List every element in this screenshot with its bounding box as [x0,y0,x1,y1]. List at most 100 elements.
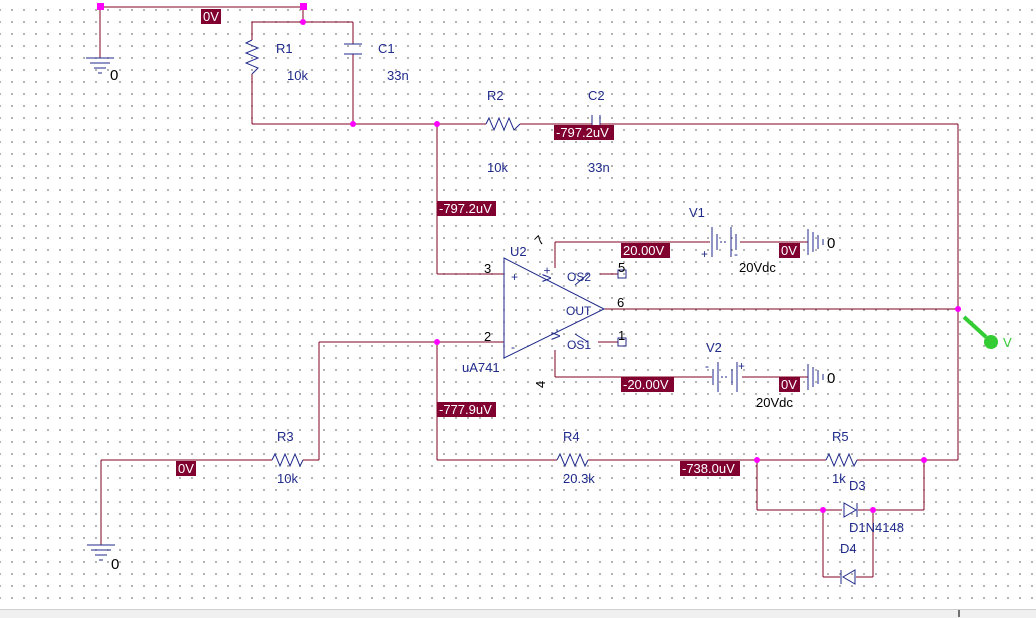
u2-out: OUT [566,304,592,318]
ground-v1-label: 0 [827,235,835,252]
junction-top-left[interactable] [97,3,104,10]
resistor-r2[interactable]: R2 10k [485,88,521,175]
vtag-minus-input[interactable]: -777.9uV [437,402,496,417]
vtag-r3-node[interactable]: 0V [176,461,196,476]
v2-minus-sign: - [705,359,709,373]
svg-text:-738.0uV: -738.0uV [682,461,735,476]
source-v1[interactable]: + - V1 20Vdc [689,205,776,275]
svg-text:0V: 0V [781,377,797,392]
opamp-u2[interactable]: + - OS2 OS1 OUT V+ V- U2 uA741 [462,244,627,375]
junctions [97,3,961,513]
c1-value: 33n [387,68,409,83]
pin-6: 6 [617,295,624,310]
u2-os1-pin-box[interactable] [617,337,627,347]
resistor-r1[interactable]: R1 10k [244,39,308,83]
horizontal-scrollbar[interactable] [0,609,1036,618]
v1-ref: V1 [689,205,705,220]
source-v2[interactable]: - + V2 20Vdc [705,340,793,410]
pin-4: 4 [533,381,548,388]
r5-value: 1k [832,471,846,486]
junction-r1c1-top[interactable] [300,19,306,25]
c1-ref: C1 [378,41,395,56]
junction-plus-node[interactable] [434,121,440,127]
svg-text:0V: 0V [178,461,194,476]
d4-ref: D4 [840,541,857,556]
junction-r5-right[interactable] [921,457,927,463]
vtag-r4-r5-node[interactable]: -738.0uV [680,461,740,476]
svg-text:-797.2uV: -797.2uV [439,201,492,216]
r4-value: 20.3k [563,471,595,486]
v2-ref: V2 [706,340,722,355]
r1-value: 10k [287,68,308,83]
u2-vplus: V+ [540,267,554,282]
ground-top-label: 0 [110,67,118,84]
u2-value: uA741 [462,360,500,375]
r2-value: 10k [487,160,508,175]
r4-ref: R4 [563,429,580,444]
probe-stem [962,315,988,339]
d3-value: D1N4148 [849,520,904,535]
v1-minus-sign: - [734,247,738,261]
v2-plus-sign: + [738,359,745,373]
u2-vminus: V- [549,329,563,340]
junction-d3-left[interactable] [820,507,826,513]
probe-label: V [1003,335,1012,350]
svg-text:20.00V: 20.00V [623,243,665,258]
pin-5: 5 [618,260,625,275]
junction-minus-node[interactable] [434,339,440,345]
resistor-r4[interactable]: R4 20.3k [556,429,595,486]
ground-top[interactable]: 0 [86,57,118,84]
svg-text:-20.00V: -20.00V [623,377,669,392]
ground-bottom-label: 0 [111,556,119,573]
u2-plus-sign: + [511,270,518,284]
ground-bottom[interactable]: 0 [87,544,119,573]
vtag-top-wire[interactable]: 0V [201,9,221,24]
v1-value: 20Vdc [739,260,776,275]
ground-v2[interactable]: 0 [807,364,835,390]
vtag-c2-node[interactable]: -797.2uV [554,125,614,140]
resistor-r3[interactable]: R3 10k [271,429,304,486]
r3-ref: R3 [277,429,294,444]
r3-value: 10k [277,471,298,486]
pin-3: 3 [484,261,491,276]
vtag-v1-plus[interactable]: 20.00V [621,243,670,258]
ground-v1[interactable]: 0 [807,229,835,255]
r5-ref: R5 [832,429,849,444]
vtag-plus-input[interactable]: -797.2uV [437,201,496,216]
resistor-r5[interactable]: R5 1k [825,429,858,486]
c2-ref: C2 [588,88,605,103]
capacitor-c2[interactable]: C2 33n [588,88,610,175]
scrollbar-marker [958,610,960,617]
diode-d3[interactable]: D3 D1N4148 [843,478,904,535]
wires [99,6,959,578]
pin-1: 1 [618,328,625,343]
u2-os2-pin-box[interactable] [617,269,627,279]
svg-text:0V: 0V [203,9,219,24]
u2-os1-lead [574,333,589,343]
svg-text:0V: 0V [781,243,797,258]
vtag-v2-gnd[interactable]: 0V [779,377,800,392]
junction-c1-bot[interactable] [350,121,356,127]
ground-v2-label: 0 [827,370,835,387]
voltage-probe[interactable]: V [962,315,1012,350]
r2-ref: R2 [487,88,504,103]
vtag-v1-gnd[interactable]: 0V [779,243,800,258]
capacitor-c1[interactable]: C1 33n [344,41,409,83]
voltage-tags: 0V -797.2uV -797.2uV 20.00V 0V -20.00V 0… [176,9,800,476]
u2-ref: U2 [510,244,527,259]
pin-7: 7 [532,232,548,248]
svg-text:-777.9uV: -777.9uV [439,402,492,417]
junction-r4r5-left[interactable] [754,457,760,463]
diode-d4[interactable]: D4 [840,541,857,585]
u2-os1: OS1 [567,338,591,352]
vtag-v2-minus[interactable]: -20.00V [621,377,674,392]
pin-2: 2 [484,329,491,344]
u2-minus-sign: - [511,340,515,354]
v2-value: 20Vdc [756,395,793,410]
junction-top-right[interactable] [300,3,307,10]
v1-plus-sign: + [701,247,708,261]
u2-os2-lead [574,273,589,286]
junction-output[interactable] [955,306,961,312]
svg-text:-797.2uV: -797.2uV [556,125,609,140]
junction-d3-right[interactable] [870,507,876,513]
